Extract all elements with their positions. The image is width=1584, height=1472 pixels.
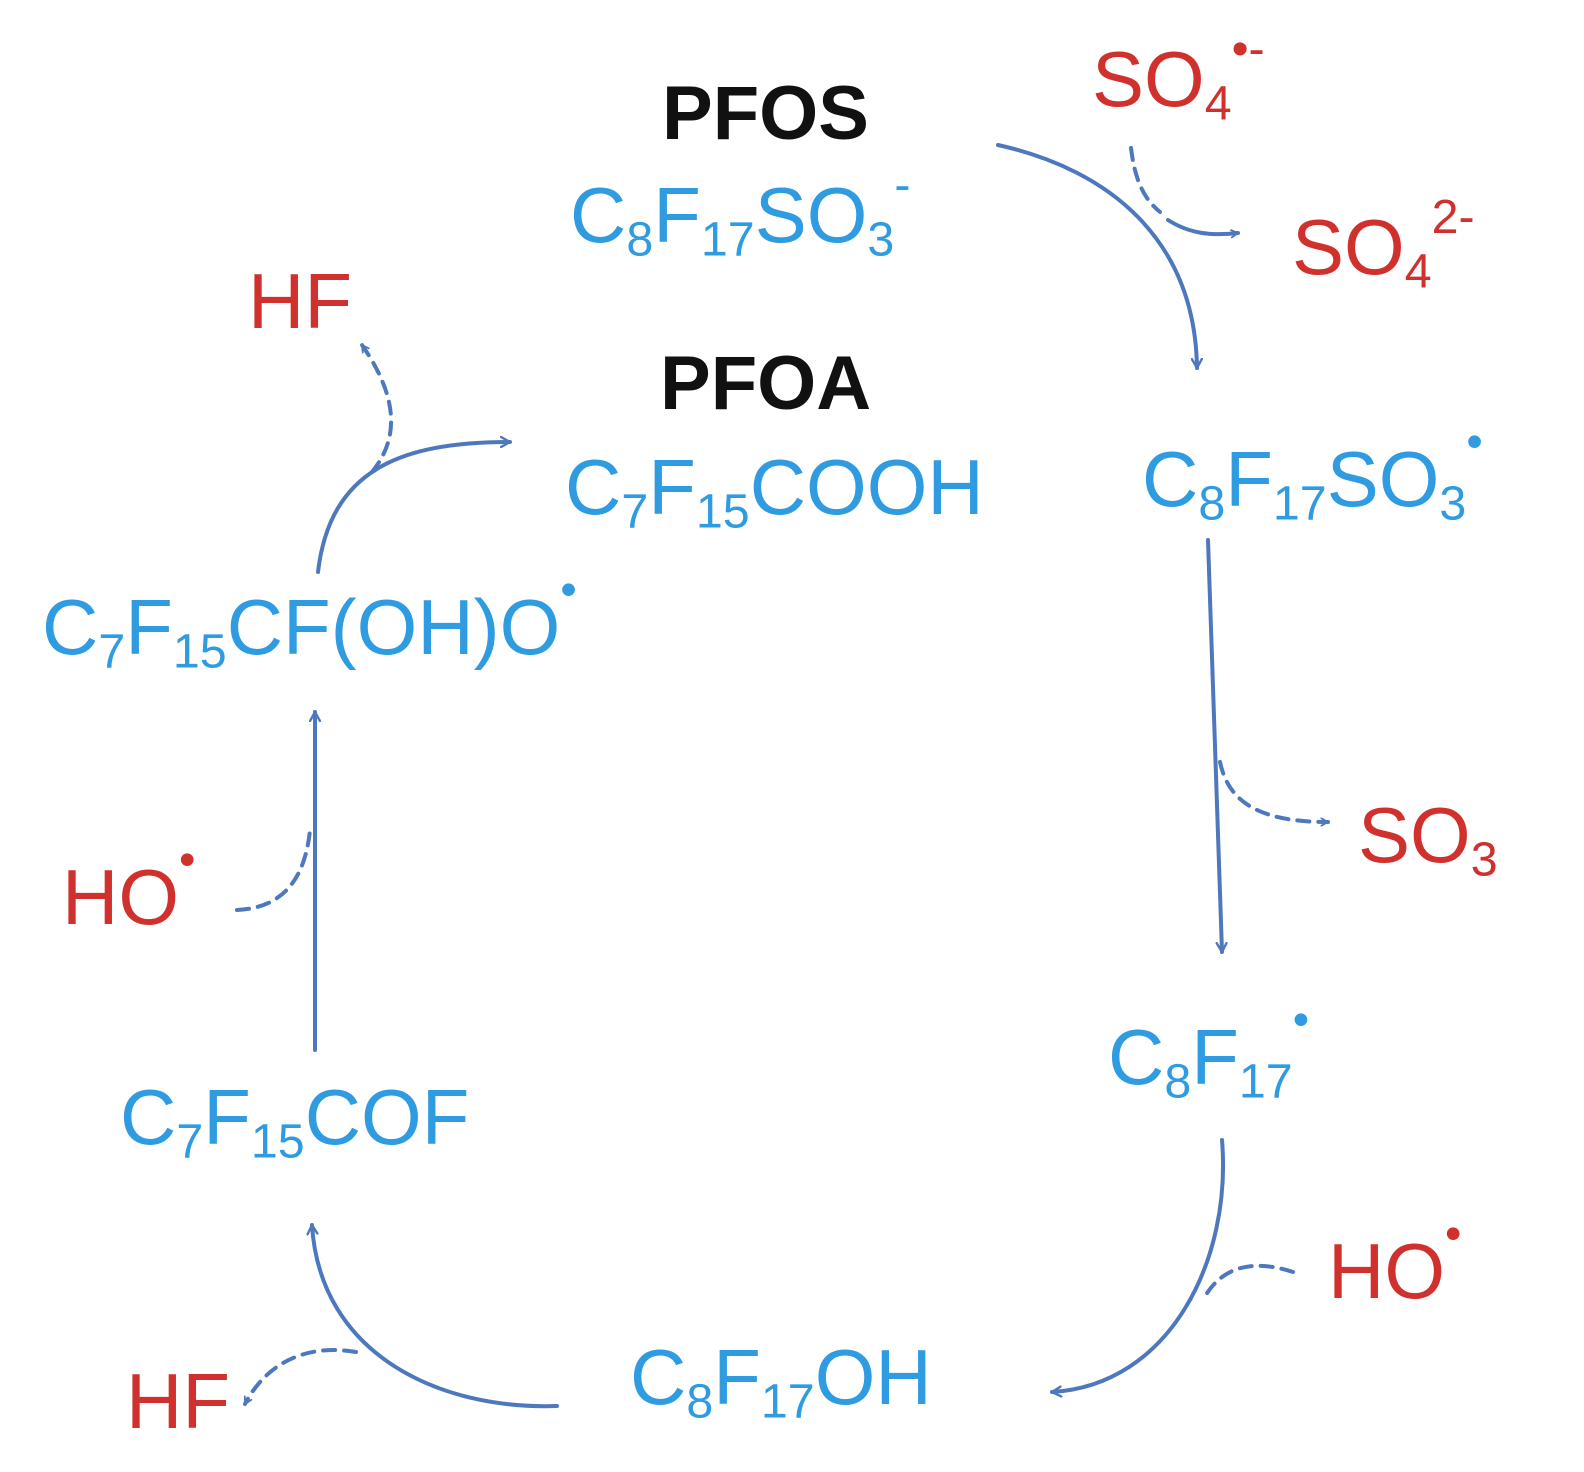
arrow-sulfonyl-radical-to-perfluoroalkyl-radical	[1206, 538, 1222, 954]
arrow-perfluoroalkyl-radical-to-alcohol	[1050, 1138, 1225, 1392]
arrow-hf-out-bottom	[243, 1348, 358, 1406]
arrow-hf-out-top	[360, 343, 394, 474]
arrow-so3-out	[1218, 760, 1330, 822]
hf-label-top: HF	[248, 257, 352, 345]
arrow-alcohol-to-acyl-fluoride	[312, 1223, 559, 1409]
sulfonyl-radical-formula: C8F17SO3•	[1142, 414, 1483, 531]
arrow-sulfate-out	[1166, 218, 1240, 234]
so3-label: SO3	[1358, 791, 1498, 887]
arrow-sulfate-radical-in	[1129, 146, 1162, 214]
alkoxy-radical-formula: C7F15CF(OH)O•	[42, 562, 577, 679]
hydroxyl-radical-label-right: HO•	[1328, 1206, 1462, 1315]
arrow-alkoxy-radical-to-pfoa	[316, 442, 512, 574]
arrow-pfos-to-sulfonyl-radical	[996, 143, 1197, 370]
pfoa-formula: C7F15COOH	[565, 443, 984, 539]
pfos-formula: C8F17SO3-	[570, 157, 911, 267]
alcohol-formula: C8F17OH	[630, 1333, 932, 1429]
perfluoroalkyl-radical-formula: C8F17•	[1108, 992, 1310, 1109]
arrow-hydroxyl-in-left	[235, 828, 312, 912]
sulfate-label: SO42-	[1292, 189, 1475, 299]
hydroxyl-radical-label-left: HO•	[62, 832, 196, 941]
pfoa-name: PFOA	[660, 341, 872, 426]
hf-label-bottom: HF	[126, 1357, 230, 1445]
arrow-hydroxyl-in-right	[1201, 1263, 1295, 1302]
sulfate-radical-label: SO4•-	[1092, 21, 1265, 131]
pfos-name: PFOS	[662, 71, 869, 156]
acyl-fluoride-formula: C7F15COF	[120, 1073, 470, 1169]
